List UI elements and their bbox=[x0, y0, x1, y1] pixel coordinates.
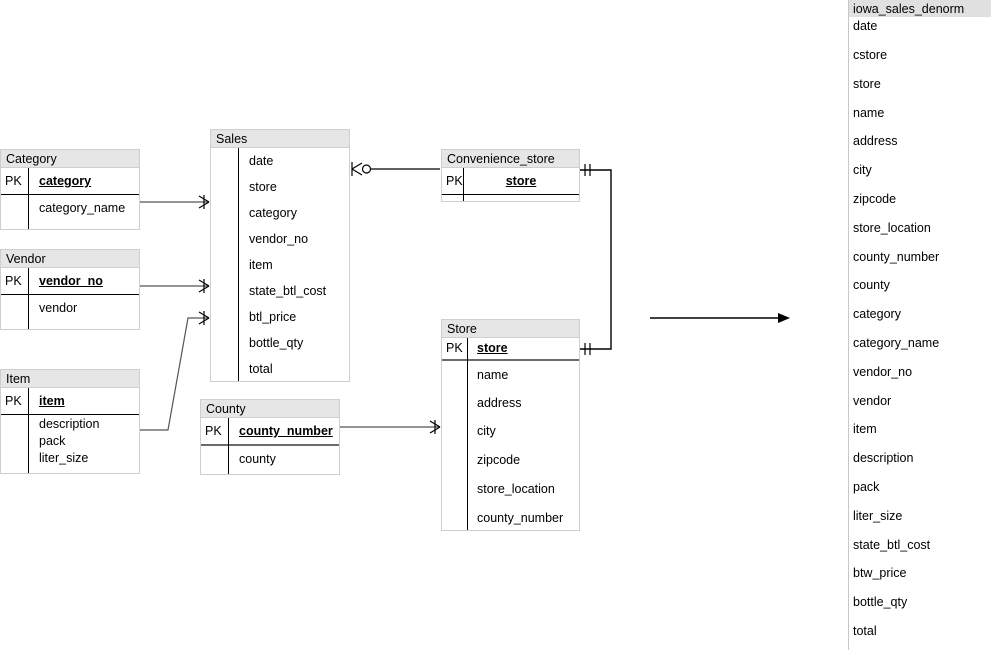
entity-store-pk-row: PK store bbox=[442, 338, 579, 359]
entity-sales-field-row: category bbox=[249, 205, 297, 220]
pk-rule bbox=[1, 194, 139, 195]
entity-store[interactable]: Store PK store name address city z bbox=[441, 319, 580, 531]
entity-store-title: Store bbox=[442, 320, 579, 338]
entity-sales-title: Sales bbox=[211, 130, 349, 148]
pk-label: PK bbox=[5, 393, 22, 408]
entity-store-field-row: city bbox=[477, 424, 496, 439]
entity-vendor-title: Vendor bbox=[1, 250, 139, 268]
entity-sales-field-row: total bbox=[249, 361, 273, 376]
entity-category-field-row: category_name bbox=[39, 200, 126, 215]
denormalized-column-item: item bbox=[853, 422, 877, 437]
entity-sales-field-row: state_btl_cost bbox=[249, 283, 327, 298]
entity-vendor-pk-row: PK vendor_no bbox=[1, 268, 139, 294]
pk-label: PK bbox=[5, 273, 22, 288]
denormalized-column-item: bottle_qty bbox=[853, 595, 908, 610]
pk-rule bbox=[1, 414, 139, 415]
denormalized-column-list: date cstore store name address city zipcode sto… bbox=[849, 17, 991, 650]
er-diagram-canvas: Category PK category category_name Vendo… bbox=[0, 129, 790, 531]
denormalized-column-item: store bbox=[853, 76, 881, 91]
entity-store-field-row: county_number bbox=[477, 510, 564, 525]
entity-county-field-row: county bbox=[239, 451, 276, 466]
denormalized-column-item: category bbox=[853, 307, 901, 322]
denormalized-column-item: city bbox=[853, 163, 872, 178]
entity-item-field-row: liter_size bbox=[39, 451, 89, 466]
denormalized-column-item: store_location bbox=[853, 220, 931, 235]
pk-rule bbox=[1, 294, 139, 295]
denormalized-column-item: county_number bbox=[853, 249, 940, 264]
denormalized-column-item: category_name bbox=[853, 335, 940, 350]
entity-category-pk-row: PK category bbox=[1, 168, 139, 194]
denormalized-column-item: pack bbox=[853, 479, 880, 494]
connector-vendor-sales bbox=[140, 279, 210, 293]
denormalized-table-panel[interactable]: iowa_sales_denorm date cstore store name add… bbox=[848, 0, 991, 650]
entity-county-pk-row: PK county_number bbox=[201, 418, 339, 444]
connector-category-sales bbox=[140, 195, 210, 209]
denormalized-column-item: cstore bbox=[853, 48, 888, 62]
connector-county-store bbox=[340, 420, 441, 434]
denormalized-table-title: iowa_sales_denorm bbox=[849, 0, 991, 17]
entity-convenience-store-title: Convenience_store bbox=[442, 150, 579, 168]
entity-sales-field-row: item bbox=[249, 257, 273, 272]
pk-rule bbox=[442, 194, 579, 195]
entity-sales-field-row: store bbox=[249, 179, 277, 194]
entity-store-field-row: zipcode bbox=[477, 453, 521, 468]
denormalized-column-item: btw_price bbox=[853, 566, 907, 581]
entity-sales-field-row: bottle_qty bbox=[249, 335, 304, 350]
entity-store-field-row: name bbox=[477, 367, 509, 382]
pk-label: PK bbox=[5, 173, 22, 188]
entity-county[interactable]: County PK county_number county bbox=[200, 399, 340, 475]
entity-vendor[interactable]: Vendor PK vendor_no vendor bbox=[0, 249, 140, 330]
denormalized-column-item: zipcode bbox=[853, 191, 897, 206]
pk-label: PK bbox=[205, 423, 222, 438]
pk-label: PK bbox=[446, 341, 463, 356]
denormalized-column-item: total bbox=[853, 623, 877, 638]
connector-item-sales bbox=[140, 311, 210, 431]
entity-convenience-store-pk-row: PK store bbox=[442, 168, 579, 194]
denormalized-column-item: vendor bbox=[853, 393, 892, 408]
entity-sales-field-row: btl_price bbox=[249, 309, 297, 324]
denormalized-column-item: state_btl_cost bbox=[853, 537, 931, 552]
entity-store-field-row: address bbox=[477, 395, 522, 410]
entity-convenience-store[interactable]: Convenience_store PK store bbox=[441, 149, 580, 202]
denormalized-column-item: county bbox=[853, 278, 890, 293]
entity-county-title: County bbox=[201, 400, 339, 418]
entity-sales[interactable]: Sales date store category vendor_no item bbox=[210, 129, 350, 382]
denormalized-column-item: address bbox=[853, 134, 898, 149]
entity-item-title: Item bbox=[1, 370, 139, 388]
denormalized-column-item: date bbox=[853, 19, 878, 33]
entity-item[interactable]: Item PK item description pack liter_size bbox=[0, 369, 140, 474]
pk-rule bbox=[201, 444, 339, 446]
entity-item-field-row: pack bbox=[39, 434, 66, 449]
entity-item-pk-row: PK item bbox=[1, 388, 139, 414]
denormalized-column-item: vendor_no bbox=[853, 364, 913, 379]
denormalized-column-item: liter_size bbox=[853, 508, 903, 523]
denormalize-arrow bbox=[650, 313, 790, 323]
entity-store-field-row: store_location bbox=[477, 482, 555, 497]
connector-sales-convenience-store bbox=[351, 162, 440, 176]
pk-rule bbox=[442, 359, 579, 361]
denormalized-column-item: name bbox=[853, 105, 885, 120]
entity-vendor-field-row: vendor bbox=[39, 300, 78, 315]
connector-convenience-store-store bbox=[580, 164, 612, 355]
entity-item-field-row: description bbox=[39, 416, 100, 431]
denormalized-column-item: description bbox=[853, 451, 914, 466]
pk-label: PK bbox=[446, 173, 463, 188]
entity-sales-field-row: date bbox=[249, 153, 274, 168]
entity-category-title: Category bbox=[1, 150, 139, 168]
entity-category[interactable]: Category PK category category_name bbox=[0, 149, 140, 230]
entity-sales-field-row: vendor_no bbox=[249, 231, 309, 246]
